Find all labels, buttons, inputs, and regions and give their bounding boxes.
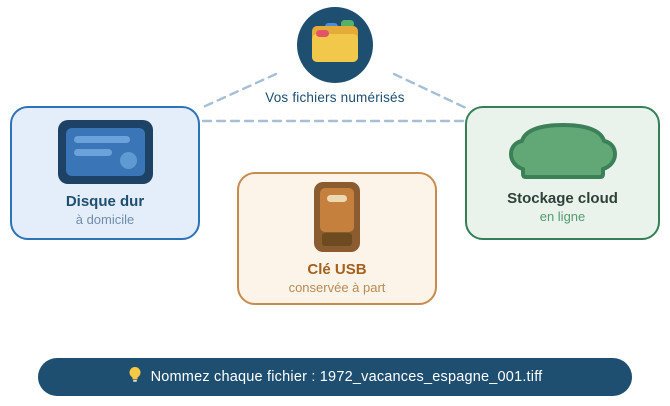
card-title-stockage-cloud: Stockage cloud	[507, 189, 618, 207]
card-subtitle-cle-usb: conservée à part	[288, 280, 386, 295]
card-subtitle-disque-dur: à domicile	[75, 211, 135, 227]
card-disque-dur: Disque dur à domicile	[10, 106, 200, 240]
lightbulb-icon	[128, 366, 142, 389]
usb-key-icon	[314, 182, 360, 252]
tip-banner: Nommez chaque fichier : 1972_vacances_es…	[38, 358, 632, 396]
cloud-icon	[507, 122, 619, 186]
card-cle-usb: Clé USB conservée à part	[237, 172, 437, 305]
hub-label: Vos fichiers numérisés	[265, 90, 405, 105]
hub-circle	[297, 7, 373, 83]
card-stockage-cloud: Stockage cloud en ligne	[465, 106, 660, 240]
tip-text: Nommez chaque fichier : 1972_vacances_es…	[150, 369, 543, 385]
hard-drive-icon	[57, 119, 153, 184]
card-subtitle-stockage-cloud: en ligne	[539, 208, 586, 224]
card-title-disque-dur: Disque dur	[65, 192, 145, 210]
card-title-cle-usb: Clé USB	[307, 261, 367, 278]
folder-icon	[309, 19, 361, 71]
